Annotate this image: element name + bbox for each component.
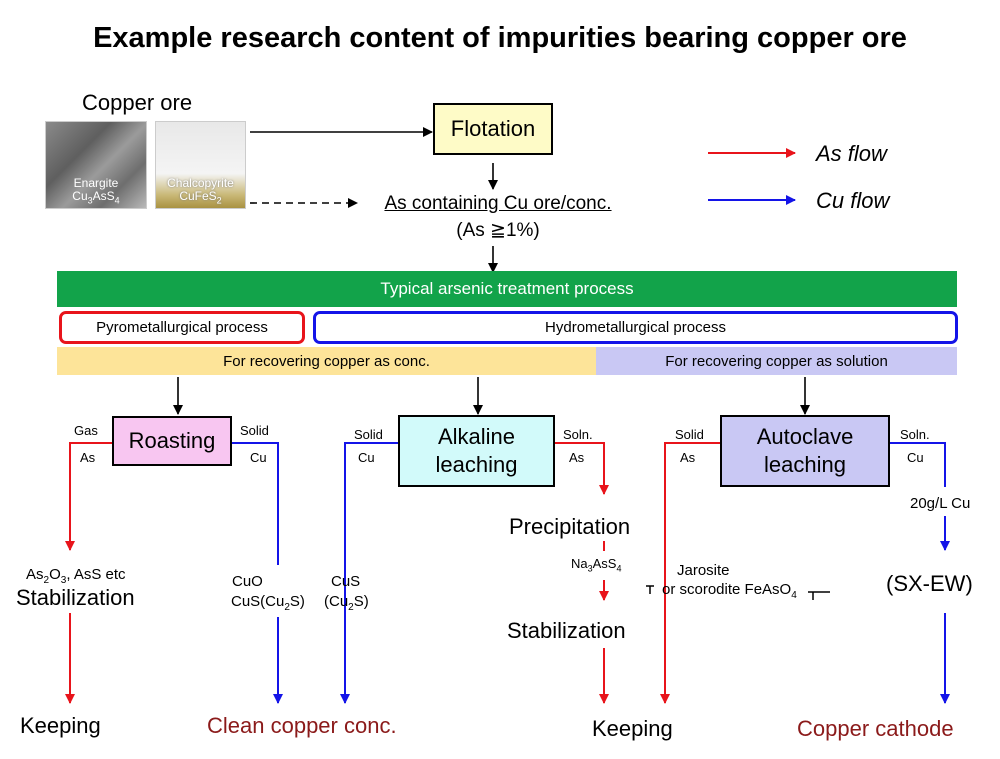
alkaline-as-label: As <box>569 450 585 465</box>
hydro-process-box: Hydrometallurgical process <box>313 311 958 344</box>
jarosite-line1: Jarosite <box>677 562 730 579</box>
autoclave-as-flow <box>660 442 720 704</box>
copper-cathode: Copper cathode <box>797 716 954 741</box>
jarosite-mark-left <box>646 585 654 594</box>
roasting-as-product: As2O3, AsS etc <box>26 566 126 586</box>
chalcopyrite-formula: CuFeS2 <box>179 189 222 206</box>
enargite-formula: Cu3AsS4 <box>72 189 120 206</box>
alkaline-cus: CuS <box>331 573 361 590</box>
autoclave-soln-label: Soln. <box>900 427 930 442</box>
alkaline-soln-label: Soln. <box>563 427 593 442</box>
page-title: Example research content of impurities b… <box>93 22 907 54</box>
solution-recovery-band: For recovering copper as solution <box>596 347 957 375</box>
alkaline-solid-label: Solid <box>354 427 383 442</box>
autoclave-cu-flow <box>890 442 946 487</box>
alkaline-cu-flow <box>340 442 398 704</box>
roasting-as-flow <box>65 442 112 551</box>
alkaline-cu-label: Cu <box>358 450 375 465</box>
alkaline-as-flow <box>555 442 609 495</box>
chalcopyrite-photo: Chalcopyrite CuFeS2 <box>155 121 246 209</box>
na3ass4-label: Na3AsS4 <box>571 556 622 574</box>
as-conc-line2: (As ≧1%) <box>456 220 540 241</box>
roasting-stabilization: Stabilization <box>16 585 135 610</box>
roasting-cu-flow <box>232 442 279 565</box>
clean-copper-conc: Clean copper conc. <box>207 713 397 738</box>
alkaline-leaching-box: Alkaline leaching <box>398 415 555 487</box>
roasting-box: Roasting <box>112 416 232 466</box>
roasting-cuo: CuO <box>232 573 263 590</box>
autoclave-line1: Autoclave <box>756 424 854 449</box>
keeping-right: Keeping <box>592 716 673 741</box>
flotation-box: Flotation <box>433 103 553 155</box>
enargite-photo: Enargite Cu3AsS4 <box>45 121 147 209</box>
sxew-label: (SX-EW) <box>886 571 973 596</box>
autoclave-cu-label: Cu <box>907 450 924 465</box>
roasting-as-label: As <box>80 450 96 465</box>
roasting-gas-label: Gas <box>74 423 98 438</box>
typical-process-band: Typical arsenic treatment process <box>57 271 957 307</box>
copper-ore-heading: Copper ore <box>82 90 193 115</box>
keeping-left: Keeping <box>20 713 101 738</box>
roasting-cus: CuS(Cu2S) <box>231 593 305 613</box>
roasting-solid-label: Solid <box>240 423 269 438</box>
alkaline-line2: leaching <box>435 452 518 477</box>
enargite-name: Enargite <box>73 176 119 190</box>
conc-cu-label: 20g/L Cu <box>910 495 971 512</box>
pyro-process-box: Pyrometallurgical process <box>59 311 305 344</box>
alkaline-stabilization: Stabilization <box>507 618 626 643</box>
conc-recovery-band: For recovering copper as conc. <box>57 347 596 375</box>
alkaline-cu2s: (Cu2S) <box>324 593 369 613</box>
jarosite-mark-right <box>808 591 830 600</box>
autoclave-as-label: As <box>680 450 696 465</box>
autoclave-solid-label: Solid <box>675 427 704 442</box>
roasting-cu-label: Cu <box>250 450 267 465</box>
autoclave-line2: leaching <box>764 452 846 477</box>
autoclave-leaching-box: Autoclave leaching <box>720 415 890 487</box>
as-conc-line1: As containing Cu ore/conc. <box>384 193 612 214</box>
legend-as-label: As flow <box>816 141 887 166</box>
jarosite-line2: or scorodite FeAsO4 <box>662 581 797 601</box>
precipitation-label: Precipitation <box>509 514 631 539</box>
alkaline-line1: Alkaline <box>437 424 516 449</box>
chalcopyrite-name: Chalcopyrite <box>167 176 234 190</box>
legend-cu-label: Cu flow <box>816 188 890 213</box>
